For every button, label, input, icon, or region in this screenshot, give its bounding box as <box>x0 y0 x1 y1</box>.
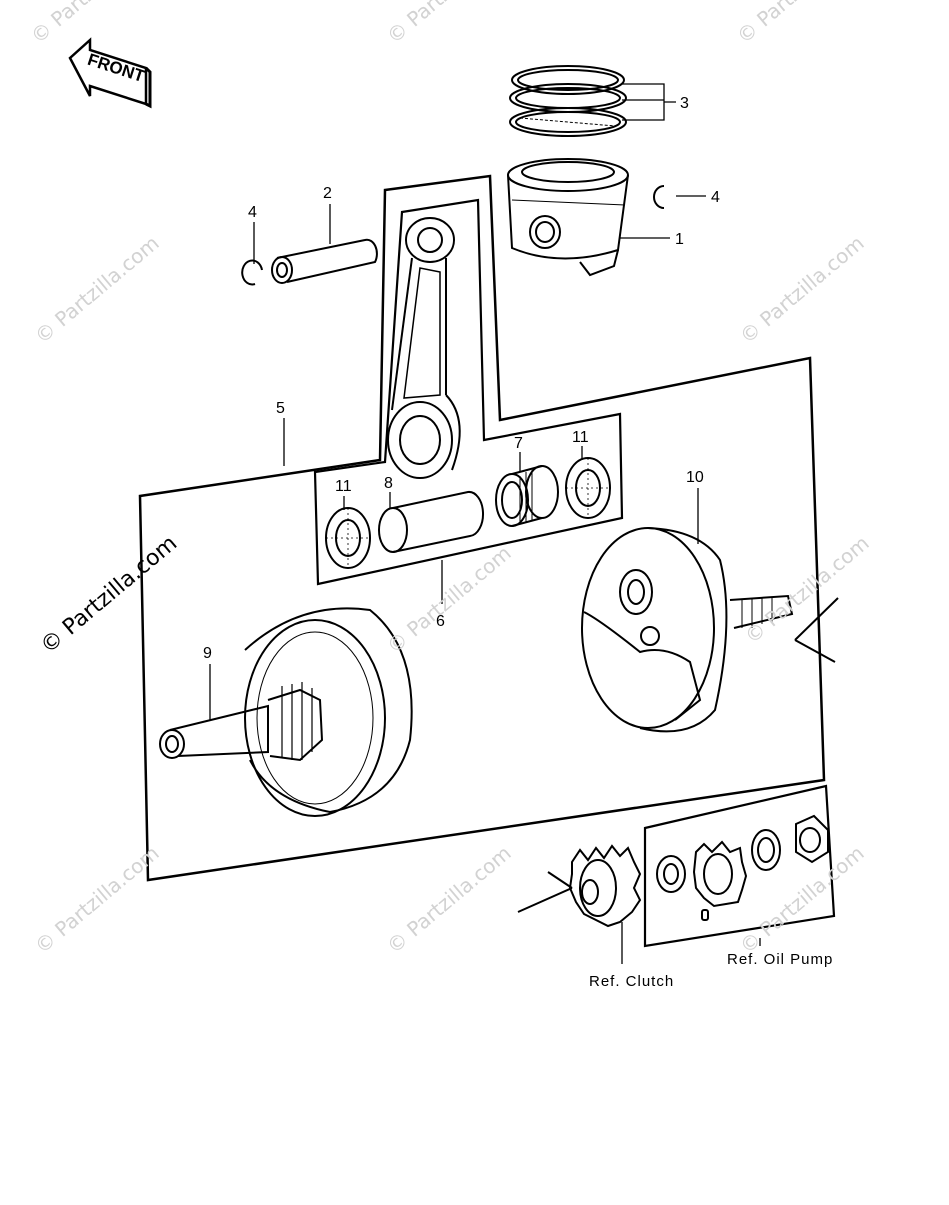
crank-pin-icon <box>378 490 484 553</box>
callout-2: 2 <box>323 185 332 202</box>
callout-1: 1 <box>675 231 684 248</box>
ref-oil-pump-label: Ref. Oil Pump <box>727 951 833 968</box>
connecting-rod-icon <box>387 217 461 479</box>
callout-4-left: 4 <box>248 204 257 221</box>
crankshaft-assembly-frame <box>138 174 826 882</box>
piston-icon <box>507 158 629 277</box>
needle-bearing-icon <box>495 465 559 527</box>
circlip-right-icon <box>653 185 665 209</box>
washer-large-icon <box>751 829 781 871</box>
piston-rings-icon <box>509 65 627 137</box>
nut-icon <box>795 814 829 864</box>
callout-7: 7 <box>514 435 523 452</box>
callout-3: 3 <box>680 95 689 112</box>
front-arrow-icon <box>68 37 152 109</box>
callout-6: 6 <box>436 613 445 630</box>
callout-8: 8 <box>384 475 393 492</box>
oil-pump-ref-frame <box>643 784 836 948</box>
oil-pump-gear-icon <box>692 840 748 908</box>
callout-4-right: 4 <box>711 189 720 206</box>
washer-small-icon <box>656 855 686 893</box>
callout-11-right: 11 <box>572 429 589 446</box>
piston-pin-icon <box>271 238 378 284</box>
leader-lines <box>209 83 761 964</box>
callout-10: 10 <box>686 469 704 486</box>
ref-clutch-label: Ref. Clutch <box>589 973 674 990</box>
left-crankshaft-half-icon <box>159 607 413 817</box>
callout-5: 5 <box>276 400 285 417</box>
callout-9: 9 <box>203 645 212 662</box>
key-icon <box>701 909 709 921</box>
thrust-washer-left-icon <box>325 507 371 569</box>
connecting-rod-frame <box>313 198 624 586</box>
callout-11-left: 11 <box>335 478 352 495</box>
thrust-washer-right-icon <box>565 457 611 519</box>
right-crankshaft-half-icon <box>581 527 839 733</box>
circlip-left-icon <box>241 259 263 286</box>
clutch-gear-icon <box>517 844 642 928</box>
